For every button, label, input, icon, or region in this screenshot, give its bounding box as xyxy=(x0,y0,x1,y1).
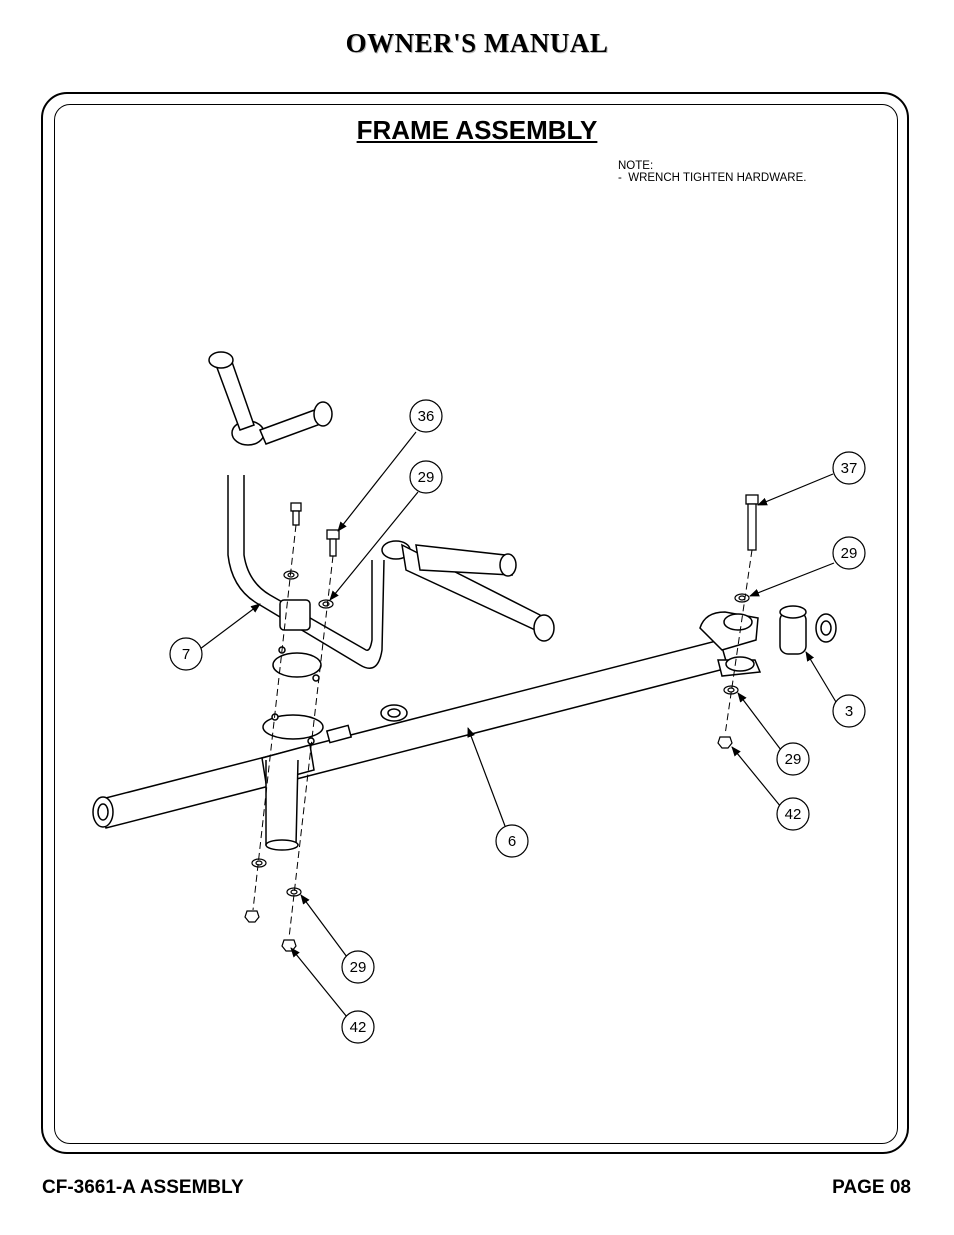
pivot-bracket xyxy=(699,605,837,677)
callout-42-b xyxy=(341,1010,375,1044)
callout-labels: 36 29 37 29 7 3 29 42 6 29 42 xyxy=(182,408,858,1036)
page-border-inner xyxy=(54,104,898,1144)
note-heading: NOTE: xyxy=(618,160,654,172)
callout-label: 29 xyxy=(841,545,858,562)
bolts xyxy=(290,494,759,557)
callout-label: 3 xyxy=(845,703,853,720)
washers xyxy=(251,570,750,897)
callout-label: 37 xyxy=(841,460,858,477)
callout-37 xyxy=(832,451,866,485)
footer-model: CF-3661-A ASSEMBLY xyxy=(42,1177,244,1198)
callout-label: 7 xyxy=(182,646,190,663)
hardware-centerlines xyxy=(252,524,753,939)
callout-42-a xyxy=(776,797,810,831)
footer-page-number: PAGE 08 xyxy=(832,1177,911,1198)
leader-lines xyxy=(199,431,837,1018)
callout-label: 29 xyxy=(350,959,367,976)
manual-title: OWNER'S MANUAL xyxy=(345,28,609,58)
note-text: - WRENCH TIGHTEN HARDWARE. xyxy=(618,172,807,184)
callout-29-a xyxy=(409,460,443,494)
callout-bubbles xyxy=(169,399,866,1044)
assembly-note: NOTE: - WRENCH TIGHTEN HARDWARE. xyxy=(618,160,806,184)
callout-36 xyxy=(409,399,443,433)
callout-6 xyxy=(495,824,529,858)
callout-29-b xyxy=(832,536,866,570)
handlebar-assembly xyxy=(208,351,555,682)
callout-label: 36 xyxy=(418,408,435,425)
callout-label: 6 xyxy=(508,833,516,850)
callout-label: 42 xyxy=(350,1019,367,1036)
callout-label: 29 xyxy=(418,469,435,486)
callout-7 xyxy=(169,637,203,671)
callout-label: 42 xyxy=(785,806,802,823)
callout-29-c xyxy=(776,742,810,776)
callout-29-d xyxy=(341,950,375,984)
vertical-post xyxy=(262,713,324,851)
section-title: FRAME ASSEMBLY xyxy=(356,115,598,145)
page-border-outer xyxy=(41,92,909,1154)
callout-label: 29 xyxy=(785,751,802,768)
callout-3 xyxy=(832,694,866,728)
